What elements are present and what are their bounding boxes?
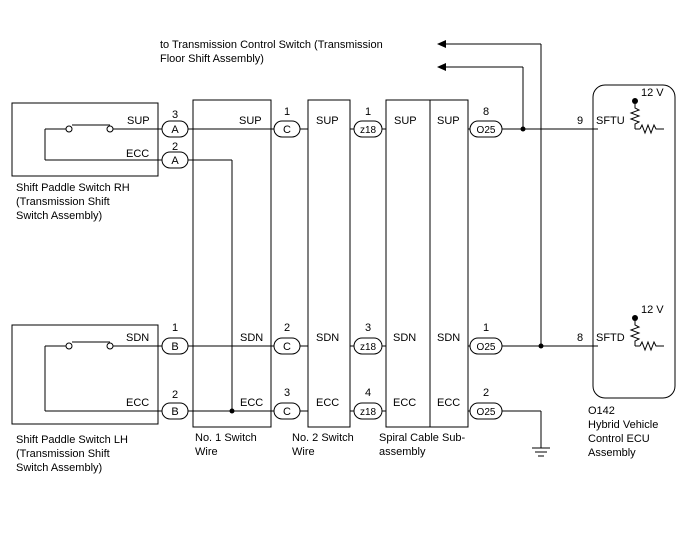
ecu-name-3: Control ECU bbox=[588, 433, 650, 445]
connector-z18-ecc-pin: 4 bbox=[365, 387, 371, 399]
spiral-cable-box bbox=[385, 99, 469, 428]
lh-sdn-label: SDN bbox=[126, 332, 149, 344]
ecu-name-4: Assembly bbox=[588, 447, 636, 459]
shift-paddle-switch-lh-box bbox=[11, 324, 159, 425]
connector-z18-sdn-pin: 3 bbox=[365, 322, 371, 334]
connector-o25-sdn-label: O25 bbox=[477, 342, 496, 353]
ground-icon bbox=[532, 447, 550, 457]
connector-b-sdn bbox=[161, 337, 189, 355]
connector-o25-sup bbox=[469, 120, 503, 138]
connector-c-ecc-label: C bbox=[283, 406, 291, 418]
connector-c-sdn bbox=[273, 337, 301, 355]
rh-sup-label: SUP bbox=[127, 115, 150, 127]
connector-a-ecc bbox=[161, 151, 189, 169]
connector-c-sup-pin: 1 bbox=[284, 106, 290, 118]
wire1-sup-label: SUP bbox=[239, 115, 262, 127]
wire1-ecc-label: ECC bbox=[240, 397, 263, 409]
wire2-ecc-label: ECC bbox=[316, 397, 339, 409]
lh-ecc-label: ECC bbox=[126, 397, 149, 409]
lh-switch-contact-icon bbox=[44, 341, 163, 412]
sftd-pullup-resistor-icon bbox=[629, 315, 664, 352]
ecu-12v-top: 12 V bbox=[641, 87, 664, 99]
ecu-sftd-label: SFTD bbox=[596, 332, 625, 344]
spiral-sdn-right-label: SDN bbox=[437, 332, 460, 344]
connector-a-sup-label: A bbox=[171, 124, 179, 136]
connector-b-ecc bbox=[161, 402, 189, 420]
connector-a-sup bbox=[161, 120, 189, 138]
ecu-name-2: Hybrid Vehicle bbox=[588, 419, 658, 431]
rh-switch-name-1: Shift Paddle Switch RH bbox=[16, 182, 130, 194]
ecu-sftd-pin: 8 bbox=[577, 332, 583, 344]
lh-switch-name-2: (Transmission Shift bbox=[16, 448, 110, 460]
connector-o25-ecc bbox=[469, 402, 503, 420]
connector-b-sdn-label: B bbox=[171, 341, 178, 353]
connector-b-ecc-label: B bbox=[171, 406, 178, 418]
spiral-sup-right-label: SUP bbox=[437, 115, 460, 127]
ecu-sftu-pin: 9 bbox=[577, 115, 583, 127]
spiral-sup-left-label: SUP bbox=[394, 115, 417, 127]
connector-o25-ecc-label: O25 bbox=[477, 407, 496, 418]
connector-z18-sdn-label: z18 bbox=[360, 342, 377, 353]
rh-switch-contact-icon bbox=[44, 124, 163, 161]
connector-c-ecc bbox=[273, 402, 301, 420]
wire1-sdn-label: SDN bbox=[240, 332, 263, 344]
rh-switch-name-2: (Transmission Shift bbox=[16, 196, 110, 208]
ecu-sftu-label: SFTU bbox=[596, 115, 625, 127]
connector-a-sup-pin: 3 bbox=[172, 109, 178, 121]
connector-a-ecc-label: A bbox=[171, 155, 179, 167]
wire2-sdn-label: SDN bbox=[316, 332, 339, 344]
connector-o25-sup-label: O25 bbox=[477, 125, 496, 136]
ecu-name-1: O142 bbox=[588, 405, 615, 417]
connector-c-sdn-pin: 2 bbox=[284, 322, 290, 334]
spiral-cable-name-2: assembly bbox=[379, 446, 426, 458]
connector-z18-sdn bbox=[353, 337, 383, 355]
connector-o25-sdn bbox=[469, 337, 503, 355]
connector-o25-sdn-pin: 1 bbox=[483, 322, 489, 334]
hybrid-vehicle-ecu-box bbox=[592, 84, 676, 399]
connector-c-sdn-label: C bbox=[283, 341, 291, 353]
spiral-sdn-left-label: SDN bbox=[393, 332, 416, 344]
no1-switch-wire-box bbox=[192, 99, 272, 428]
connector-c-sup-label: C bbox=[283, 124, 291, 136]
note-line-2: Floor Shift Assembly) bbox=[160, 53, 264, 65]
spiral-ecc-left-label: ECC bbox=[393, 397, 416, 409]
note-line-1: to Transmission Control Switch (Transmis… bbox=[160, 39, 383, 51]
no1-switch-wire-name-2: Wire bbox=[195, 446, 218, 458]
connector-z18-sup bbox=[353, 120, 383, 138]
connector-z18-ecc bbox=[353, 402, 383, 420]
lh-switch-name-3: Switch Assembly) bbox=[16, 462, 102, 474]
connector-z18-sup-label: z18 bbox=[360, 125, 377, 136]
rh-switch-name-3: Switch Assembly) bbox=[16, 210, 102, 222]
spiral-cable-name-1: Spiral Cable Sub- bbox=[379, 432, 466, 444]
connector-o25-ecc-pin: 2 bbox=[483, 387, 489, 399]
rh-ecc-label: ECC bbox=[126, 148, 149, 160]
shift-paddle-switch-rh-box bbox=[11, 102, 159, 177]
spiral-ecc-right-label: ECC bbox=[437, 397, 460, 409]
wire2-sup-label: SUP bbox=[316, 115, 339, 127]
connector-z18-sup-pin: 1 bbox=[365, 106, 371, 118]
no2-switch-wire-name-2: Wire bbox=[292, 446, 315, 458]
ecu-12v-bottom: 12 V bbox=[641, 304, 664, 316]
connector-z18-ecc-label: z18 bbox=[360, 407, 377, 418]
connector-o25-sup-pin: 8 bbox=[483, 106, 489, 118]
sftu-pullup-resistor-icon bbox=[629, 98, 664, 135]
connector-a-ecc-pin: 2 bbox=[172, 141, 178, 153]
no1-switch-wire-name-1: No. 1 Switch bbox=[195, 432, 257, 444]
no2-switch-wire-name-1: No. 2 Switch bbox=[292, 432, 354, 444]
connector-c-ecc-pin: 3 bbox=[284, 387, 290, 399]
connector-c-sup bbox=[273, 120, 301, 138]
connector-b-sdn-pin: 1 bbox=[172, 322, 178, 334]
connector-b-ecc-pin: 2 bbox=[172, 389, 178, 401]
arrow-to-transmission-control-switch bbox=[437, 40, 542, 346]
no2-switch-wire-box bbox=[307, 99, 351, 428]
lh-switch-name-1: Shift Paddle Switch LH bbox=[16, 434, 128, 446]
